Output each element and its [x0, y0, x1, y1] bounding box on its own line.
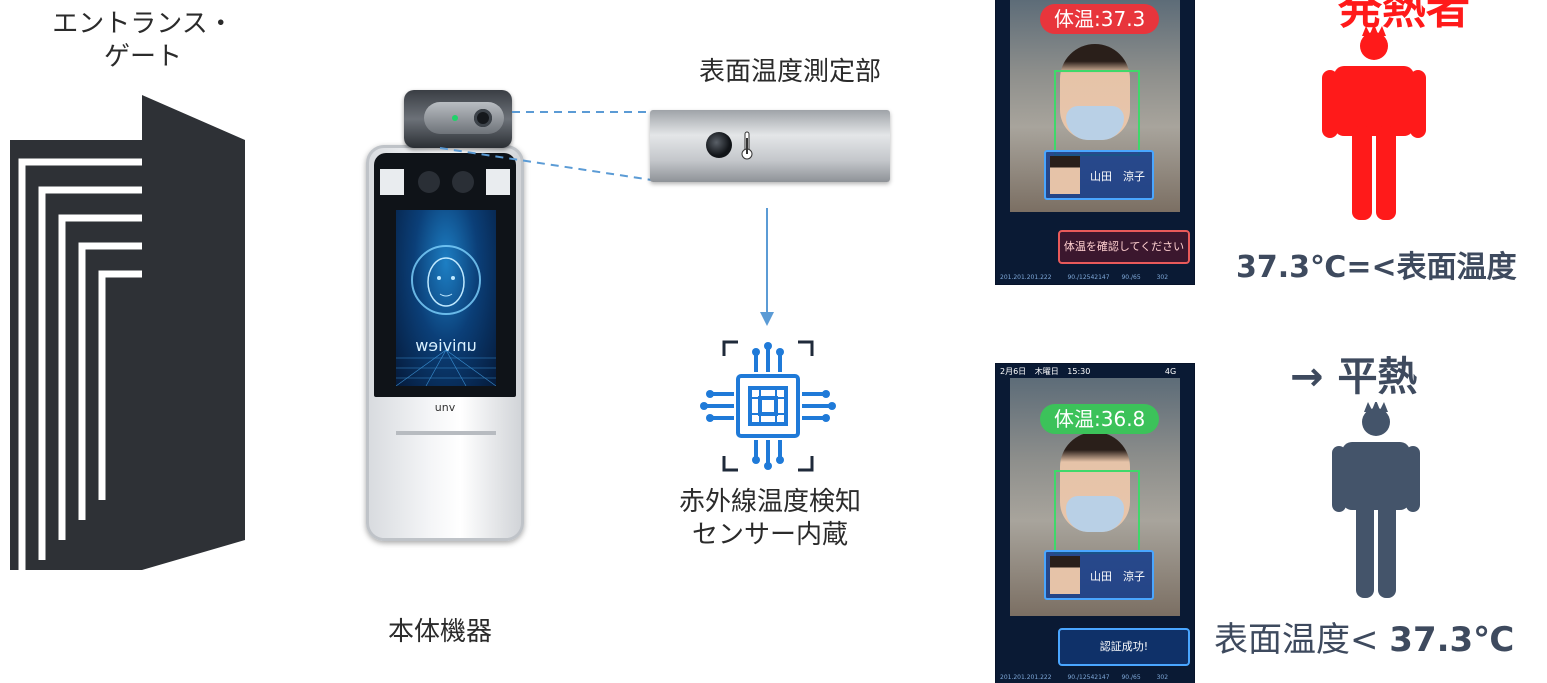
normal-temp-label: 体温:: [1054, 407, 1101, 431]
face-terminal-device: uniview unv: [366, 145, 524, 541]
normal-message: 認証成功!: [1099, 640, 1149, 653]
status-date: 2月6日: [1000, 367, 1027, 376]
entrance-gate-icon: [10, 95, 245, 570]
device-ir-window-right: [486, 169, 510, 195]
fever-phone-screen: 体温:37.3 山田 涼子 体温を確認してください 201.201.201.22…: [996, 0, 1194, 284]
sensor-camera-icon: [706, 132, 732, 158]
fever-condition-rest: ℃=<表面温度: [1310, 250, 1517, 285]
sensor-lens-frame: [424, 102, 504, 134]
device-card-slot: [396, 431, 496, 435]
device-screen: uniview: [396, 210, 496, 386]
fever-temp-pill: 体温:37.3: [1040, 4, 1160, 34]
fever-temp-value: 37.3: [1100, 7, 1146, 31]
face-scan-icon: [411, 245, 481, 315]
normal-id-name: 山田 涼子: [1090, 570, 1145, 583]
normal-footer-ip: 201.201.201.222: [1000, 674, 1052, 681]
normal-message-box: 認証成功!: [1058, 628, 1190, 666]
gate-label: エントランス・ ゲート: [48, 8, 238, 73]
normal-footer: 201.201.201.222 90./12542147 90./65 302: [1000, 674, 1190, 681]
status-network: 4G: [1164, 367, 1177, 376]
chip-label: 赤外線温度検知 センサー内蔵: [640, 486, 900, 551]
fever-message: 体温を確認してください: [1063, 240, 1185, 253]
status-day: 木曜日: [1034, 367, 1059, 376]
fever-footer: 201.201.201.222 90./12542147 90./65 302: [1000, 274, 1190, 281]
normal-id-card: 山田 涼子: [1044, 550, 1154, 600]
normal-condition-prefix: 表面温度<: [1214, 620, 1390, 660]
normal-id-photo: [1050, 556, 1080, 594]
fever-footer-ip: 201.201.201.222: [1000, 274, 1052, 281]
normal-heading: → 平熱: [1290, 354, 1418, 400]
normal-footer-c: 302: [1156, 674, 1169, 681]
device-ir-window-left: [380, 169, 404, 195]
fever-id-card: 山田 涼子: [1044, 150, 1154, 200]
device-camera-left: [418, 171, 440, 193]
sensor-lens-icon: [474, 109, 492, 127]
face-detect-frame-normal: [1054, 470, 1140, 554]
normal-temp-pill: 体温:36.8: [1040, 404, 1160, 434]
sensor-indicator-icon: [452, 115, 458, 121]
chip-label-line1: 赤外線温度検知: [678, 487, 861, 517]
fever-temp-label: 体温:: [1054, 7, 1101, 31]
gate-label-line1: エントランス・: [52, 9, 234, 39]
sensor-label: 表面温度測定部: [698, 57, 881, 87]
fever-condition: 37.3℃=<表面温度: [1236, 242, 1517, 286]
grid-floor-graphic: [396, 350, 496, 386]
device-bottom-logo: unv: [434, 401, 456, 414]
thermometer-icon: [741, 131, 753, 160]
surface-temperature-sensor: [650, 110, 890, 182]
face-mask-fever: [1066, 106, 1124, 140]
gate-label-line2: ゲート: [103, 41, 182, 72]
status-time: 15:30: [1067, 367, 1091, 376]
normal-condition: 表面温度< 37.3℃: [1214, 612, 1514, 661]
fever-footer-a: 90./12542147: [1067, 274, 1110, 281]
fever-message-box: 体温を確認してください: [1058, 230, 1190, 264]
normal-footer-b: 90./65: [1121, 674, 1141, 681]
normal-phone-screen: 2月6日 木曜日 15:30 4G 体温:36.8 山田 涼子 認証成功! 20…: [996, 364, 1194, 683]
normal-person-icon: [1332, 402, 1420, 598]
temperature-sensor-head: [404, 90, 512, 148]
face-mask-normal: [1066, 496, 1124, 532]
device-label: 本体機器: [387, 617, 492, 647]
normal-temp-value: 36.8: [1100, 407, 1146, 431]
device-camera-right: [452, 171, 474, 193]
face-detect-frame-fever: [1054, 70, 1140, 156]
fever-id-name: 山田 涼子: [1090, 170, 1145, 183]
fever-footer-c: 302: [1156, 274, 1169, 281]
fever-person-icon: [1322, 26, 1426, 220]
normal-condition-value: 37.3℃: [1389, 620, 1515, 660]
fever-heading: 発熱者: [1338, 0, 1470, 34]
infrared-chip-icon: [700, 340, 836, 472]
normal-footer-a: 90./12542147: [1067, 674, 1110, 681]
normal-status-bar: 2月6日 木曜日 15:30 4G: [1000, 366, 1190, 377]
fever-id-photo: [1050, 156, 1080, 194]
chip-label-line2: センサー内蔵: [691, 519, 848, 550]
fever-condition-value: 37.3: [1236, 250, 1311, 285]
fever-footer-b: 90./65: [1121, 274, 1141, 281]
